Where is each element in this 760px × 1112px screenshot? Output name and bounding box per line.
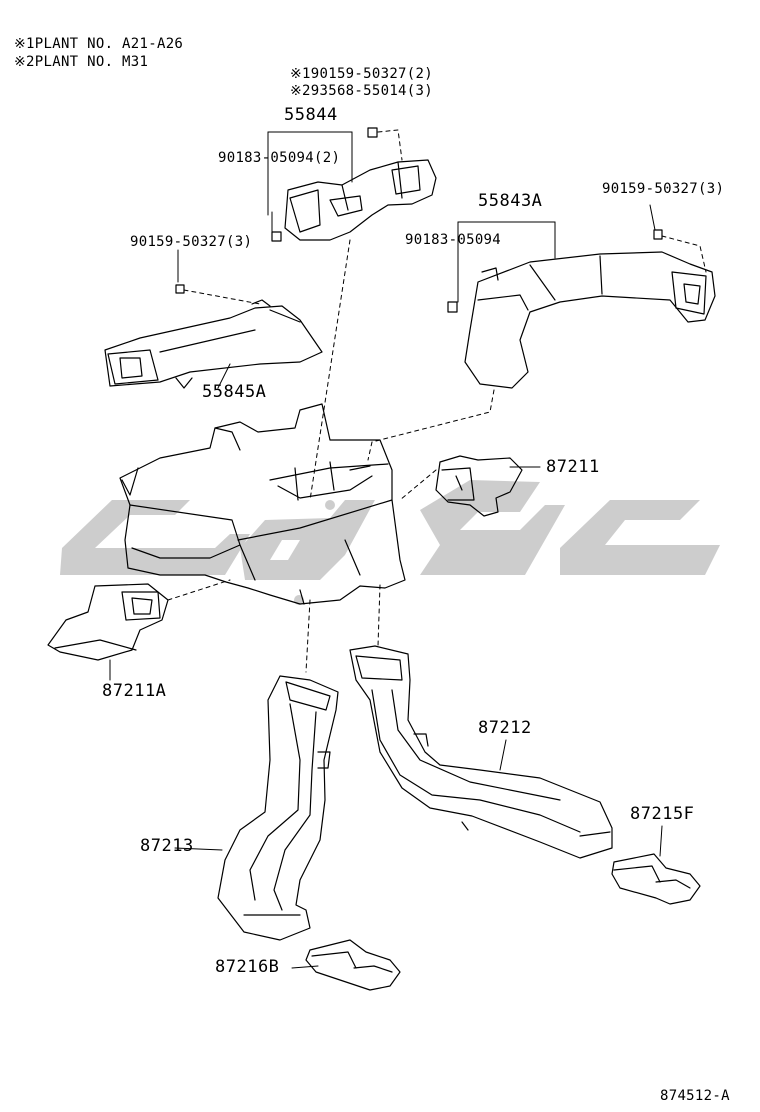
label-90183-05094-2: 90183-05094(2): [218, 150, 341, 166]
label-55843a: 55843A: [478, 191, 543, 211]
duct-55845a: [104, 299, 323, 389]
label-87215f: 87215F: [630, 804, 695, 824]
label-87211a: 87211A: [102, 681, 167, 701]
duct-55843a: [464, 251, 716, 389]
label-90159-50327-3-right: 90159-50327(3): [602, 181, 725, 197]
duct-87216b: [305, 939, 401, 991]
fastener-symbols: [175, 127, 663, 313]
duct-87213: [217, 675, 339, 941]
duct-87212: [349, 645, 613, 859]
label-87213: 87213: [140, 836, 194, 856]
label-93568-55014: ※293568-55014(3): [290, 83, 433, 99]
duct-87211: [435, 455, 523, 517]
dashed-assembly-lines: [167, 129, 707, 673]
label-87216b: 87216B: [215, 957, 280, 977]
leader-lines: [109, 131, 663, 969]
label-87211: 87211: [546, 457, 600, 477]
heater-unit-assembly: [119, 403, 406, 605]
label-90159-50327-3-left: 90159-50327(3): [130, 234, 253, 250]
label-90183-05094: 90183-05094: [405, 232, 502, 248]
plant-note-1: ※1PLANT NO. A21-A26: [14, 36, 184, 52]
duct-87211a: [47, 583, 169, 661]
duct-55844: [284, 159, 437, 241]
label-90159-50327-2: ※190159-50327(2): [290, 66, 433, 82]
watermark-logo: [60, 480, 720, 605]
label-55845a: 55845A: [202, 382, 267, 402]
figure-number: 874512-A: [660, 1088, 730, 1104]
label-55844: 55844: [284, 105, 338, 125]
duct-87215f: [611, 853, 701, 905]
label-87212: 87212: [478, 718, 532, 738]
plant-note-2: ※2PLANT NO. M31: [14, 54, 149, 70]
